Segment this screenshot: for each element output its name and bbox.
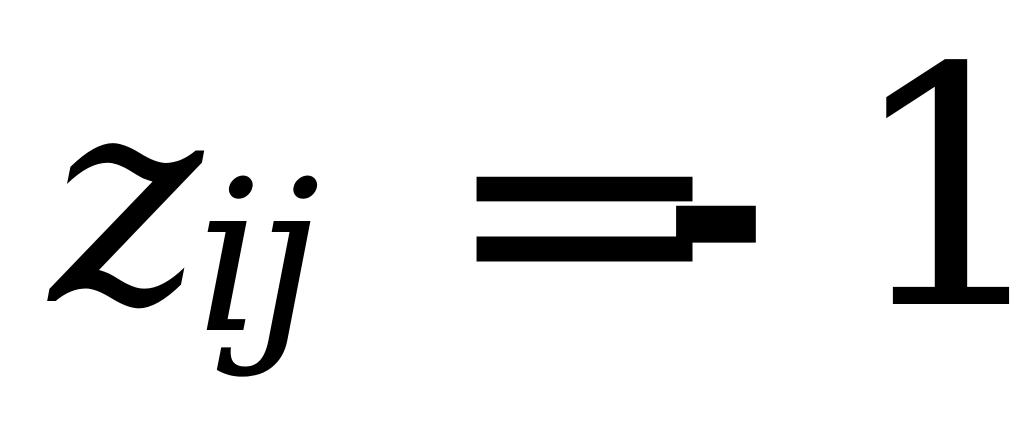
formula-subscript: ij: [196, 135, 320, 380]
equals-sign: =: [440, 35, 730, 384]
minus-sign: -: [662, 59, 770, 361]
formula-value: 1: [846, 0, 1024, 382]
formula-variable: z: [50, 33, 203, 370]
